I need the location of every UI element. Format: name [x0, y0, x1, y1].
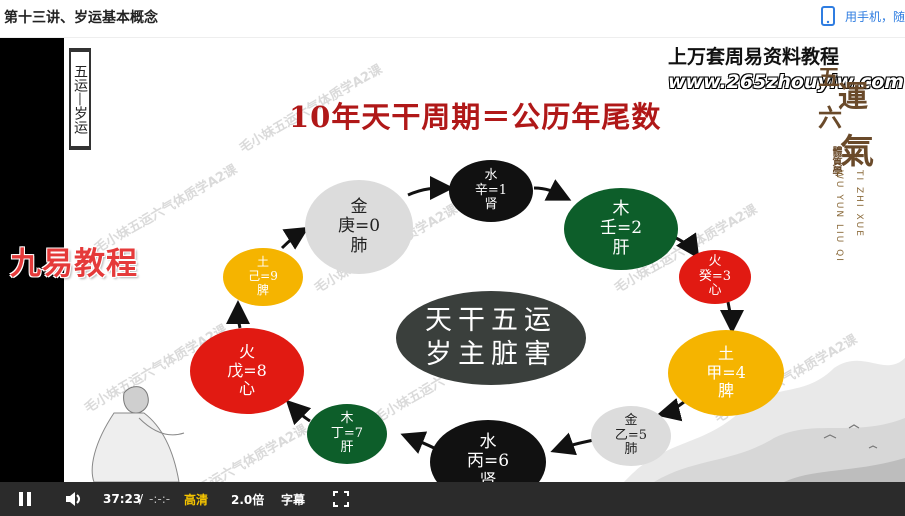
scholar-figure-illustration [91, 386, 185, 482]
pause-icon [19, 492, 31, 506]
video-player[interactable]: 五运—岁运 毛小妹五运六气体质学A2课 毛小妹五运六气体质学A2课 毛小妹五运六… [0, 38, 905, 482]
fullscreen-button[interactable] [333, 482, 349, 516]
stem-node-wu: 火 戊=8 心 [190, 328, 304, 414]
top-bar: 第十三讲、岁运基本概念 用手机，随 [0, 0, 905, 38]
stem-node-gui: 火 癸=3 心 [679, 250, 751, 304]
subtitle-button[interactable]: 字幕 [281, 492, 306, 507]
stem-node-geng: 金 庚=0 肺 [305, 180, 413, 274]
side-tag: 五运—岁运 [69, 48, 91, 150]
stem-node-bing: 水 丙=6 肾 [430, 420, 546, 482]
watch-on-phone-link[interactable]: 用手机，随 [817, 4, 905, 28]
total-time: -:-:- [149, 492, 171, 506]
overlay-brand: 九易教程 [10, 246, 138, 282]
fullscreen-icon [333, 491, 349, 507]
brand-url: www.265zhouyiw.com [668, 71, 905, 93]
time-separator: / [139, 492, 144, 506]
cycle-arrows [226, 176, 744, 456]
stem-node-xin: 水 辛=1 肾 [449, 160, 533, 222]
calligraphy-sub: 體質學 [830, 146, 841, 176]
pause-button[interactable] [18, 482, 32, 516]
ink-landscape-illustration [624, 358, 905, 482]
mobile-phone-icon [817, 5, 839, 27]
brand-text: 上万套周易资料教程 [668, 46, 840, 68]
calligraphy-logo: 五 運 六 氣 體質學 [818, 65, 874, 176]
pinyin-label: WU YUN LIU QI [834, 170, 844, 263]
slide: 五运—岁运 毛小妹五运六气体质学A2课 毛小妹五运六气体质学A2课 毛小妹五运六… [64, 38, 905, 482]
stem-node-jia: 土 甲=4 脾 [668, 330, 784, 416]
center-label: 天干五运 岁主脏害 [396, 291, 586, 385]
stem-node-ren: 木 壬=2 肝 [564, 188, 678, 270]
page-title: 第十三讲、岁运基本概念 [4, 10, 158, 26]
current-time: 37:23 [103, 492, 142, 506]
stem-node-ding: 木 丁=7 肝 [307, 404, 387, 464]
volume-icon [66, 492, 80, 506]
player-controls: 37:23 / -:-:- 高清 2.0倍 字幕 [0, 482, 905, 516]
speed-button[interactable]: 2.0倍 [231, 492, 265, 507]
pinyin-label: TI ZHI XUE [854, 170, 864, 238]
slide-headline: 10年天干周期＝公历年尾数 [289, 100, 662, 134]
stem-node-ji: 土 己=9 脾 [223, 248, 303, 306]
quality-button[interactable]: 高清 [184, 492, 209, 507]
volume-button[interactable] [64, 482, 84, 516]
stem-node-yi: 金 乙=5 肺 [591, 406, 671, 466]
watch-on-phone-label: 用手机，随 [844, 9, 905, 24]
